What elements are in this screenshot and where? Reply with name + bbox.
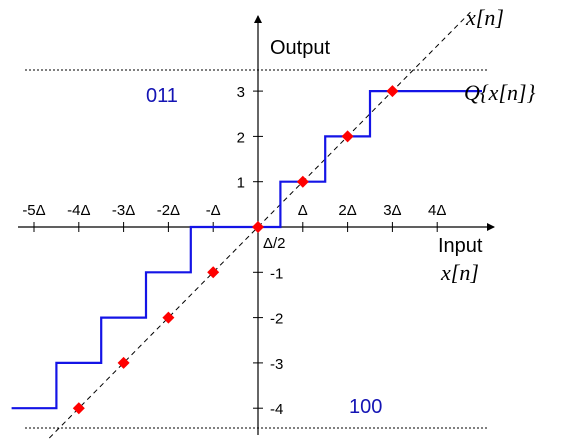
sample-points	[72, 85, 399, 415]
x-tick-label: Δ	[298, 202, 308, 219]
x-tick-label: -Δ	[206, 202, 221, 219]
x-tick-label: 4Δ	[428, 202, 446, 219]
y-tick-label: -3	[270, 356, 283, 373]
y-tick-label: 3	[237, 84, 245, 101]
x-tick-label: -4Δ	[67, 202, 90, 219]
y-tick-label: -4	[270, 401, 283, 418]
sample-point	[207, 266, 220, 279]
quantizer-staircase	[11, 89, 482, 410]
x-tick-label: 3Δ	[383, 202, 401, 219]
output-axis-label: Output	[270, 37, 330, 59]
code-011-label: 011	[146, 85, 178, 107]
x-tick-label: -5Δ	[22, 202, 45, 219]
y-tick-label: -2	[270, 311, 283, 328]
y-tick-label: 1	[237, 175, 245, 192]
sample-point	[117, 356, 130, 369]
quantizer-output-label: Q{x[n]}	[464, 80, 536, 105]
input-axis-label: Input	[438, 235, 483, 257]
y-tick-label: -1	[270, 265, 283, 282]
y-ticks: 3 2 1 -1 -2 -3 -4	[237, 84, 284, 418]
sample-point	[72, 402, 85, 415]
x-tick-label: 2Δ	[338, 202, 356, 219]
sample-point	[252, 221, 264, 233]
half-step-label: Δ/2	[263, 235, 286, 252]
sample-point	[386, 85, 399, 98]
diagonal-label: x[n]	[465, 5, 504, 30]
sample-point	[341, 130, 354, 143]
sample-point	[162, 311, 175, 324]
sample-point	[296, 175, 309, 188]
input-signal-label: x[n]	[440, 260, 479, 285]
x-tick-label: -2Δ	[157, 202, 180, 219]
x-tick-label: -3Δ	[112, 202, 135, 219]
code-100-label: 100	[349, 396, 382, 418]
x-ticks: -5Δ -4Δ -3Δ -2Δ -Δ Δ 2Δ 3Δ 4Δ	[22, 202, 446, 232]
y-tick-label: 2	[237, 129, 245, 146]
diagonal-reference-line	[47, 9, 474, 439]
